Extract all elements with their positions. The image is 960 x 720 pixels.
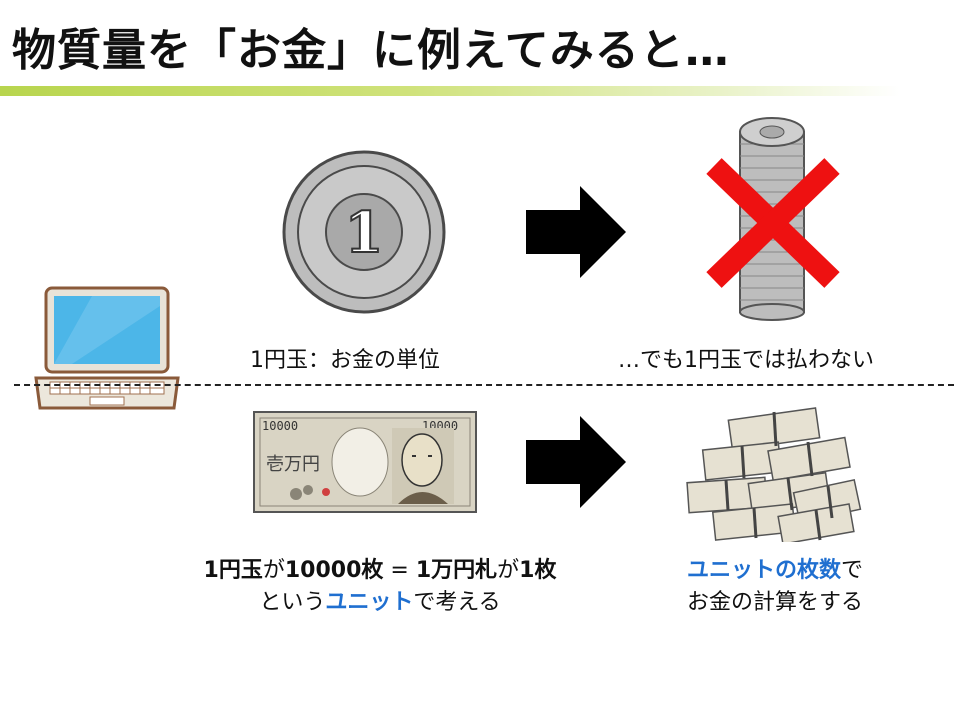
arrow-right-icon [526, 416, 626, 508]
count-label: ユニットの枚数で [630, 552, 920, 584]
coin-numeral: 1 [345, 200, 384, 266]
arrow-right-icon [526, 186, 626, 278]
not-pay-label: …でも1円玉では払わない [618, 348, 874, 373]
money-stack-icon [686, 407, 862, 542]
equivalence-label: 1円玉が10000枚 = 1万円札が1枚 [160, 552, 600, 584]
laptop-icon [34, 286, 180, 410]
count-p2: で [841, 558, 864, 583]
calc-label: お金の計算をする [686, 590, 863, 615]
coin-stack-icon [739, 117, 805, 321]
eq-p2: が [262, 558, 285, 583]
eq-p7: 1枚 [519, 558, 557, 583]
bill-denom-left: 10000 [262, 419, 298, 433]
eq-p3: 10000枚 [284, 558, 384, 583]
eq-p6: が [497, 558, 520, 583]
ut-p2: ユニット [325, 590, 414, 615]
eq-p5: 1万円札 [415, 558, 498, 583]
banknote-icon: 10000 10000 壱万円 [253, 411, 477, 513]
title-underline [0, 86, 900, 96]
eq-p1: 1円玉 [203, 558, 263, 583]
coin-unit-label: 1円玉：お金の単位 [250, 348, 440, 373]
page-title: 物質量を「お金」に例えてみると… [12, 25, 730, 76]
eq-p4: = [383, 558, 416, 583]
cross-icon [706, 158, 840, 288]
coin-icon: 1 [282, 150, 446, 314]
bill-text: 壱万円 [266, 454, 320, 475]
divider [14, 384, 954, 386]
ut-p3: で考える [413, 590, 501, 615]
count-p1: ユニットの枚数 [686, 558, 841, 583]
ut-p1: という [259, 590, 326, 615]
unit-think-label: というユニットで考える [160, 584, 600, 616]
